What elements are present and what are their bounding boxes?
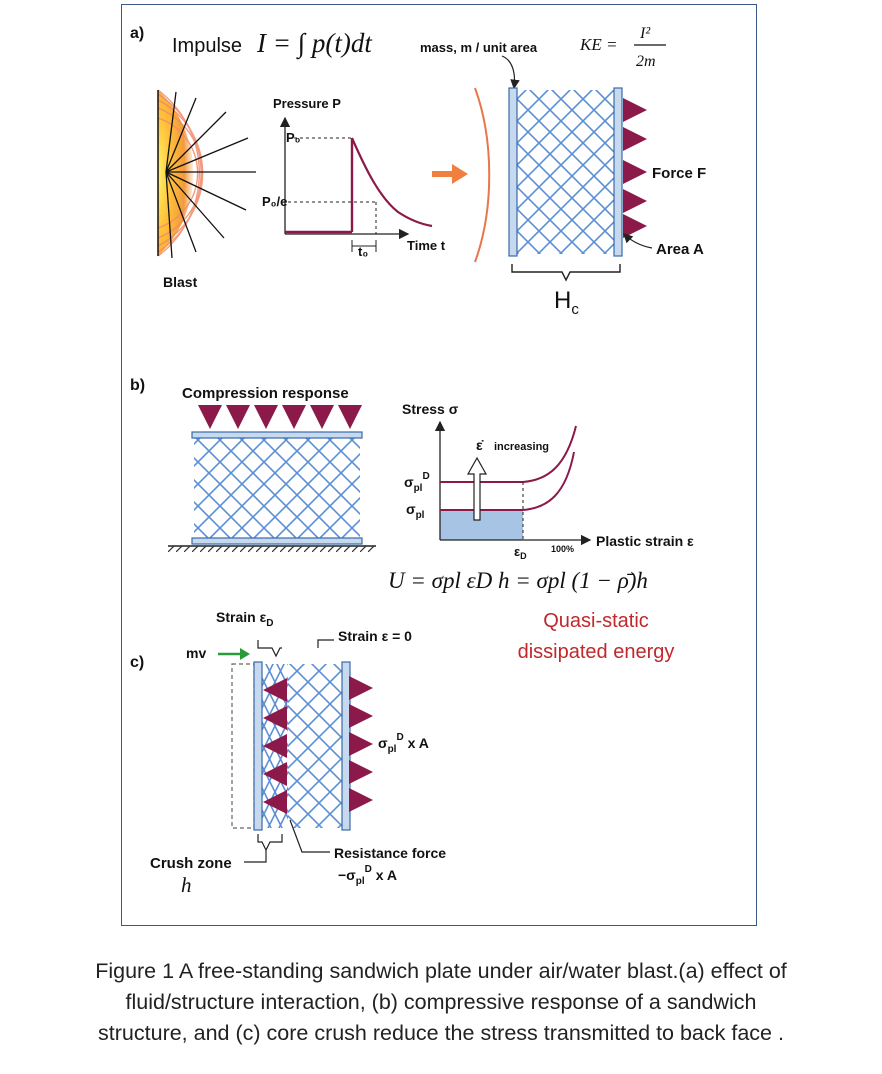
sandwich-panel-c xyxy=(231,661,351,831)
caption-line-1: Figure 1 A free-standing sandwich plate … xyxy=(95,959,787,983)
panel-b-label: b) xyxy=(130,377,145,394)
crush-zone-label: Crush zone xyxy=(150,855,232,872)
hc-label: Hc xyxy=(554,287,579,318)
pressure-axis-label: Pressure P xyxy=(273,96,341,111)
h-label: h xyxy=(181,873,192,897)
sigma-pl-d-label: σplD xyxy=(404,471,430,494)
strain-zero-label: Strain ε = 0 xyxy=(338,628,412,644)
quasi-static-line2: dissipated energy xyxy=(518,641,675,663)
pressure-time-plot xyxy=(279,116,433,252)
mass-pointer-arrow xyxy=(501,55,520,90)
transmitted-force-label: σplD x A xyxy=(378,732,429,755)
p0-label: P₀ xyxy=(286,130,301,145)
increasing-label: increasing xyxy=(494,441,549,453)
quasi-static-line1: Quasi-static xyxy=(543,610,649,632)
mv-label: mv xyxy=(186,645,206,661)
t0-label: t₀ xyxy=(358,244,368,259)
impulse-word: Impulse xyxy=(172,35,242,57)
compression-label: Compression response xyxy=(182,385,349,402)
strain-rate-symbol: ε̇ xyxy=(476,437,484,453)
eps-d-label: εD xyxy=(514,544,527,561)
hc-brace xyxy=(511,264,621,282)
compression-arrows xyxy=(198,405,362,429)
p0e-label: P₀/e xyxy=(262,194,287,209)
crush-bottom-brace xyxy=(257,834,283,852)
energy-equation: U = σpl εD h = σpl (1 − ρ̄)h xyxy=(388,568,648,593)
hundred-percent-label: 100% xyxy=(551,544,574,554)
resistance-arrows xyxy=(263,678,287,814)
strain-zero-pointer xyxy=(317,639,334,648)
crush-zone-pointer xyxy=(244,850,267,863)
ke-denominator: 2m xyxy=(636,53,656,70)
stress-axis-label: Stress σ xyxy=(402,401,459,417)
sandwich-panel-a xyxy=(508,87,623,257)
strain-d-label: Strain εD xyxy=(216,609,273,629)
caption-line-3: structure, and (c) core crush reduce the… xyxy=(98,1021,784,1045)
ke-formula-left: KE = xyxy=(579,35,617,54)
transmitted-force-arrows xyxy=(349,676,373,812)
mass-label: mass, m / unit area xyxy=(420,40,538,55)
wave-front xyxy=(474,87,491,263)
impulse-formula: I = ∫ p(t)dt xyxy=(256,28,373,60)
sigma-pl-label: σpl xyxy=(406,501,425,521)
figure-frame xyxy=(121,4,757,926)
caption-line-2: fluid/structure interaction, (b) compres… xyxy=(125,990,757,1014)
strain-axis-label: Plastic strain ε xyxy=(596,533,694,549)
panel-a-label: a) xyxy=(130,25,144,42)
figure-caption: Figure 1 A free-standing sandwich plate … xyxy=(0,956,882,1049)
blast-label: Blast xyxy=(163,274,198,290)
stress-strain-plot xyxy=(434,420,592,546)
area-label: Area A xyxy=(656,241,704,258)
time-axis-label: Time t xyxy=(407,238,446,253)
blast-icon xyxy=(157,89,256,259)
force-label: Force F xyxy=(652,165,706,182)
resistance-pointer xyxy=(289,819,330,853)
ke-numerator: I² xyxy=(639,25,651,42)
panel-c-label: c) xyxy=(130,654,144,671)
area-pointer-arrow xyxy=(623,233,653,249)
resistance-value: −σplD x A xyxy=(338,864,397,887)
resistance-label: Resistance force xyxy=(334,845,446,861)
sandwich-panel-b xyxy=(168,431,376,552)
crush-top-brace xyxy=(257,640,282,658)
force-arrows xyxy=(623,98,647,238)
